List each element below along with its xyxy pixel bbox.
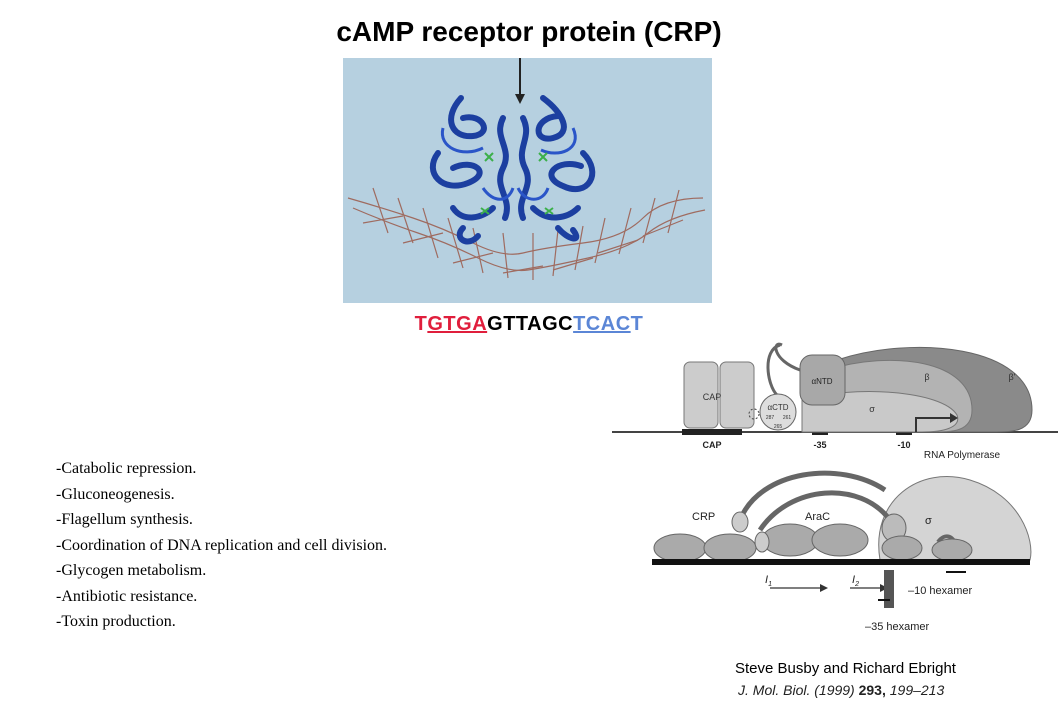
dna-cap-label: CAP (702, 440, 721, 450)
i1-label: I (765, 574, 768, 586)
list-item: -Gluconeogenesis. (56, 485, 175, 503)
ref-journal: J. Mol. Biol. (738, 682, 811, 698)
seq-part-2: GTGA (427, 313, 488, 335)
actd-num-3: 265 (774, 424, 783, 430)
actd-label: αCTD (767, 403, 788, 412)
seq-part-5: T (630, 313, 644, 335)
credit-reference: J. Mol. Biol. (1999) 293, 199–213 (738, 682, 944, 698)
list-item: -Catabolic repression. (56, 460, 197, 477)
cap-rnap-diagram: CAP αCTD 287 261 265 αNTD β β' σ CAP -35… (612, 342, 1058, 460)
crp-label: CRP (692, 511, 715, 523)
ref-volume: 293, (858, 682, 886, 698)
seq-part-3: GTTAGC (487, 313, 574, 335)
i2-label: I (852, 574, 855, 586)
rnap-label: RNA Polymerase (924, 450, 1001, 460)
actd-num-2: 261 (783, 415, 792, 421)
list-item: -Flagellum synthesis. (56, 511, 193, 528)
crp-structure-drawing (347, 58, 706, 280)
list-item: -Toxin production. (56, 613, 176, 630)
crp-function-list: -Catabolic repression. -Gluconeogenesis.… (56, 456, 387, 635)
actd-num-1: 287 (766, 415, 775, 421)
hexamer-35-label: –35 hexamer (865, 621, 930, 633)
svg-text:I1: I1 (765, 574, 772, 588)
seq-part-4: TCAC (573, 313, 631, 335)
crp-arac-diagram: CRP AraC σ I1 I2 –10 hexamer –35 hexamer (652, 470, 1032, 633)
i2-sub: 2 (854, 581, 859, 588)
ref-pages: 199–213 (889, 682, 945, 698)
dna-35-label: -35 (813, 440, 826, 450)
beta-label: β (924, 372, 929, 382)
list-item: -Coordination of DNA replication and cel… (56, 536, 388, 554)
dna-10-label: -10 (897, 440, 910, 450)
list-item: -Glycogen metabolism. (56, 562, 207, 579)
sigma-bottom-label: σ (925, 515, 932, 527)
seq-part-1: T (414, 313, 428, 335)
beta-prime-label: β' (1009, 372, 1016, 382)
i1-sub: 1 (768, 581, 772, 588)
slide-title: cAMP receptor protein (CRP) (336, 16, 722, 47)
credit-authors: Steve Busby and Richard Ebright (735, 660, 956, 677)
sigma-label: σ (869, 404, 875, 414)
hexamer-10-label: –10 hexamer (908, 585, 973, 597)
list-item: -Antibiotic resistance. (56, 587, 198, 605)
ref-year: (1999) (814, 682, 855, 698)
antd-label: αNTD (811, 377, 832, 386)
arac-label: AraC (805, 511, 830, 523)
crp-dna-structure-image (343, 58, 712, 303)
consensus-sequence: TGTGAGTTAGCTCACT (0, 313, 1058, 336)
cap-block-label: CAP (703, 392, 722, 402)
svg-text:I2: I2 (852, 574, 859, 588)
